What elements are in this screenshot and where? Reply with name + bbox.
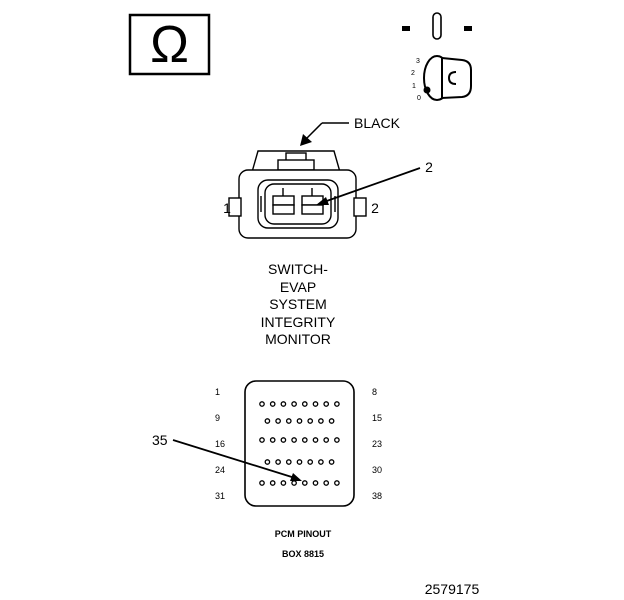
pcm-row-label-right: 38 bbox=[372, 491, 382, 501]
pcm-callout-arrowhead bbox=[290, 473, 302, 481]
ignition-pos-1: 1 bbox=[412, 83, 416, 90]
pcm-row-label-left: 16 bbox=[215, 439, 225, 449]
ignition-pos-2: 2 bbox=[411, 70, 415, 77]
connector-pin-2-lower bbox=[301, 204, 324, 215]
ignition-pos-3: 3 bbox=[416, 58, 420, 65]
component-title-line-5: MONITOR bbox=[265, 331, 331, 347]
connector-callout-label: 2 bbox=[425, 159, 433, 175]
pcm-row-label-right: 15 bbox=[372, 413, 382, 423]
wire-color-arrow-shaft bbox=[304, 122, 323, 141]
key-bow bbox=[447, 71, 457, 85]
pcm-pin-hole bbox=[264, 459, 271, 465]
pcm-pin-hole bbox=[275, 459, 281, 465]
connector-pin-label-1: 1 bbox=[223, 200, 231, 216]
key-position-marker bbox=[423, 86, 431, 94]
connector-pin-1-upper bbox=[272, 195, 295, 206]
pcm-callout-arrow bbox=[172, 439, 296, 479]
pcm-pin-hole bbox=[312, 480, 319, 486]
pcm-pin-hole bbox=[323, 437, 330, 443]
pcm-pin-hole bbox=[264, 418, 271, 424]
key-head bbox=[441, 56, 472, 100]
pcm-pin-hole bbox=[301, 437, 308, 443]
connector-latch bbox=[277, 159, 315, 171]
pcm-pin-hole bbox=[259, 437, 265, 443]
ignition-on-dash bbox=[464, 26, 472, 31]
pcm-pin-hole bbox=[318, 418, 324, 424]
ignition-key-icon bbox=[402, 12, 472, 101]
wire-color-label: BLACK bbox=[354, 115, 401, 131]
connector-ear-right bbox=[353, 197, 367, 217]
pcm-row-labels: 1 9 16 24 31 8 15 23 30 38 bbox=[215, 387, 382, 501]
component-title-line-4: INTEGRITY bbox=[261, 314, 336, 330]
connector-callout-arrowhead bbox=[316, 197, 329, 205]
ignition-pos-0: 0 bbox=[417, 95, 421, 102]
pcm-pin-hole bbox=[275, 418, 281, 424]
ohmmeter-symbol: Ω bbox=[128, 13, 211, 76]
pcm-row-label-left: 31 bbox=[215, 491, 225, 501]
pcm-caption-line-2: BOX 8815 bbox=[282, 549, 324, 559]
component-title-line-2: EVAP bbox=[280, 279, 316, 295]
figure-number: 2579175 bbox=[425, 581, 480, 597]
pcm-pin-hole bbox=[307, 418, 314, 424]
pcm-pin-hole bbox=[334, 401, 340, 407]
pcm-pin-hole bbox=[259, 480, 265, 486]
pcm-pin-hole bbox=[280, 401, 287, 407]
pcm-pin-hole bbox=[291, 437, 297, 443]
pcm-callout-label: 35 bbox=[152, 432, 168, 448]
pcm-pin-hole bbox=[269, 437, 276, 443]
pcm-pin-hole bbox=[280, 480, 287, 486]
ignition-off-dash bbox=[402, 26, 410, 31]
evap-switch-connector bbox=[228, 150, 367, 239]
pcm-pin-hole bbox=[280, 437, 287, 443]
pcm-pin-hole bbox=[312, 401, 319, 407]
pcm-pin-hole bbox=[259, 401, 265, 407]
pcm-row-label-right: 30 bbox=[372, 465, 382, 475]
pcm-pin-hole bbox=[269, 401, 276, 407]
pcm-pin-hole bbox=[334, 437, 340, 443]
pcm-pin-hole bbox=[285, 418, 292, 424]
pcm-pin-hole bbox=[307, 459, 314, 465]
pcm-pin-hole bbox=[269, 480, 276, 486]
pcm-pin-hole bbox=[301, 480, 308, 486]
pcm-pin-hole bbox=[318, 459, 324, 465]
pcm-pin-hole bbox=[291, 480, 297, 486]
ignition-slot-icon bbox=[432, 12, 442, 40]
component-title-line-1: SWITCH- bbox=[268, 261, 328, 277]
pcm-pin-hole bbox=[312, 437, 319, 443]
connector-ear-left bbox=[228, 197, 242, 217]
pcm-row-label-right: 8 bbox=[372, 387, 377, 397]
connector-callout-arrow bbox=[320, 167, 421, 204]
pcm-caption-line-1: PCM PINOUT bbox=[275, 529, 332, 539]
pcm-pin-hole bbox=[291, 401, 297, 407]
pcm-pin-hole bbox=[328, 459, 335, 465]
pcm-pin-hole bbox=[301, 401, 308, 407]
pcm-row-label-left: 1 bbox=[215, 387, 220, 397]
pcm-row-label-left: 9 bbox=[215, 413, 220, 423]
pcm-pin-hole bbox=[323, 401, 330, 407]
ohmmeter-box bbox=[128, 13, 211, 76]
pcm-connector-body bbox=[244, 380, 355, 507]
pcm-pin-hole bbox=[296, 459, 303, 465]
ohm-icon: Ω bbox=[150, 16, 189, 74]
pcm-pin-hole bbox=[334, 480, 340, 486]
wire-color-arrowhead bbox=[300, 134, 312, 146]
pcm-pin-grid bbox=[259, 401, 340, 486]
connector-pin-label-2: 2 bbox=[371, 200, 379, 216]
connector-pin-1-lower bbox=[272, 204, 295, 215]
pcm-pin-hole bbox=[285, 459, 292, 465]
pcm-pin-hole bbox=[328, 418, 335, 424]
component-title: SWITCH- EVAP SYSTEM INTEGRITY MONITOR bbox=[261, 261, 336, 347]
pcm-pin-hole bbox=[296, 418, 303, 424]
pcm-row-label-left: 24 bbox=[215, 465, 225, 475]
pcm-pin-hole bbox=[323, 480, 330, 486]
pcm-row-label-right: 23 bbox=[372, 439, 382, 449]
component-title-line-3: SYSTEM bbox=[269, 296, 327, 312]
